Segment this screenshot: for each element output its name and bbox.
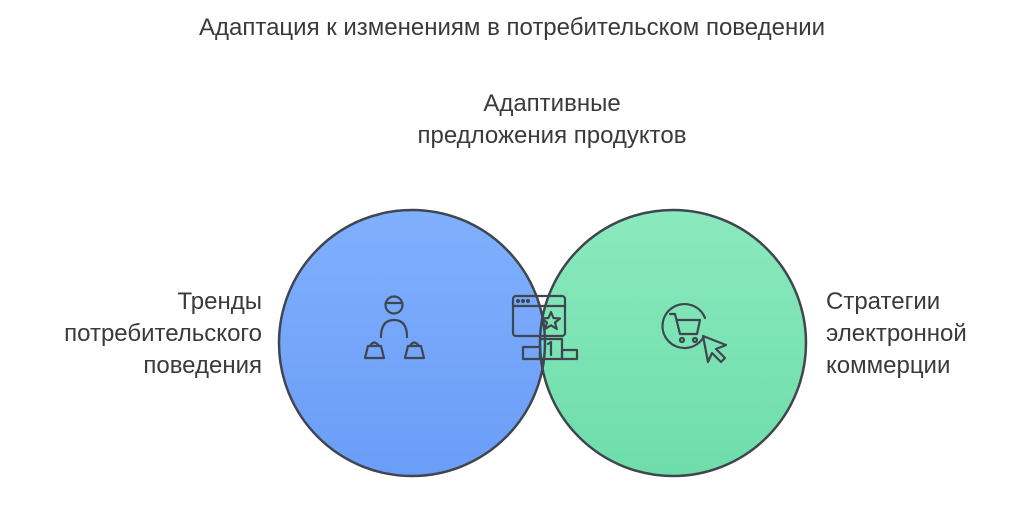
left-circle-outline [277, 208, 547, 478]
label-consumer-trends: Тренды потребительского поведения [0, 286, 262, 382]
label-ecommerce-strategies: Стратегии электронной коммерции [826, 286, 1024, 382]
label-line: поведения [143, 352, 262, 379]
label-line: потребительского [64, 320, 262, 347]
label-adaptive-offers: Адаптивные предложения продуктов [362, 88, 742, 152]
label-line: предложения продуктов [417, 122, 687, 149]
label-line: Адаптивные [483, 90, 621, 117]
product-ranking-window-icon [511, 294, 579, 361]
label-line: электронной [826, 320, 967, 347]
shopper-with-bags-icon [363, 295, 426, 360]
shopping-cart-click-icon [661, 302, 728, 364]
label-line: Тренды [177, 288, 262, 315]
label-line: Стратегии [826, 288, 941, 315]
diagram-title: Адаптация к изменениям в потребительском… [198, 14, 826, 41]
right-circle [540, 210, 806, 476]
label-line: коммерции [826, 352, 951, 379]
